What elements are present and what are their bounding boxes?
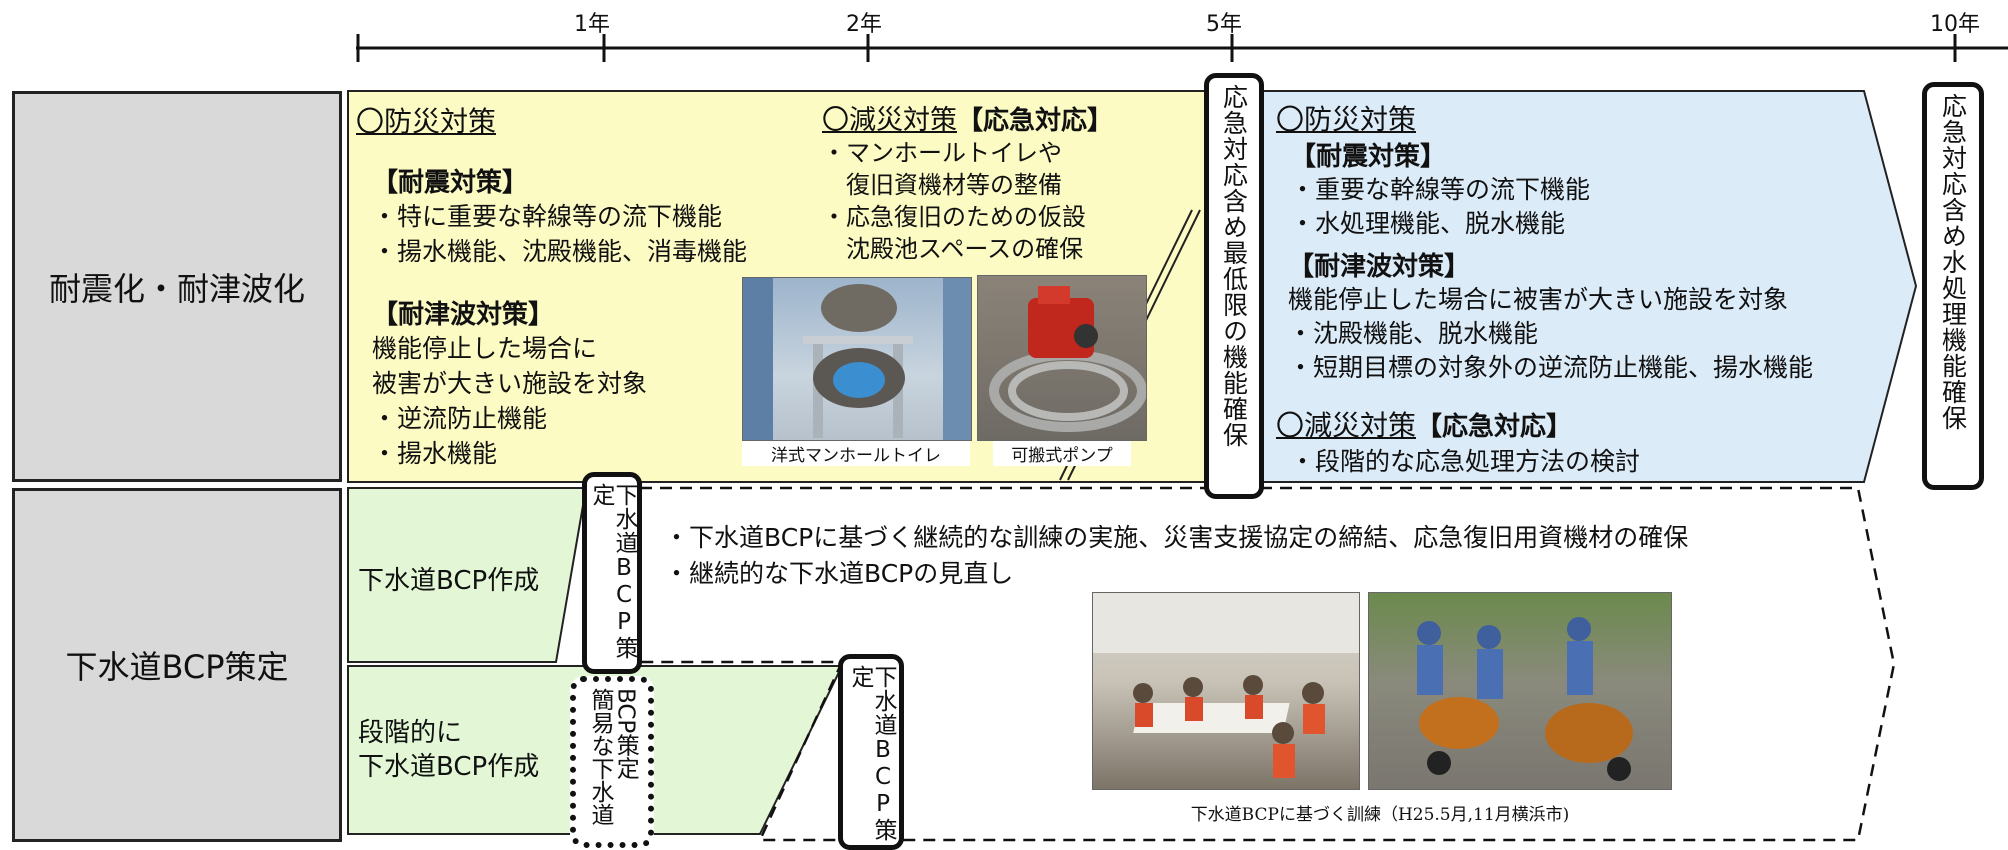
tick-10yr: 10年 (1930, 12, 1980, 37)
milestone-bcp-1-text: 下水道BCP策定 (588, 483, 637, 660)
manhole-toilet-photo (742, 277, 972, 441)
bcp-continuous-arrow (598, 486, 1896, 842)
workers-icon (1417, 617, 1633, 781)
yellow-quake-item: ・特に重要な幹線等の流下機能 (372, 202, 723, 231)
yellow-tsunami-line: ・逆流防止機能 (372, 404, 548, 433)
yellow-prevention: 〇防災対策 (356, 100, 496, 140)
blue-tsunami-line: ・短期目標の対象外の逆流防止機能、揚水機能 (1288, 353, 1814, 382)
training-pump-photo (1368, 592, 1672, 790)
row-label-quake: 耐震化・耐津波化 (12, 91, 342, 482)
blue-quake-heading: 【耐震対策】 (1290, 142, 1447, 172)
yellow-tsunami-heading: 【耐津波対策】 (372, 300, 555, 330)
yellow-quake-heading: 【耐震対策】 (372, 168, 529, 198)
bcp-item: ・下水道BCPに基づく継続的な訓練の実施、災害支援協定の締結、応急復旧用資機材の… (664, 523, 1689, 552)
yellow-mitigation-item: 沈殿池スペースの確保 (822, 235, 1084, 263)
yellow-tsunami-line: 機能停止した場合に (372, 334, 598, 363)
milestone-bcp-2-text: 下水道BCP策定 (847, 665, 896, 842)
milestone-5yr: 応急対応含め最低限の機能確保 (1204, 73, 1264, 499)
milestone-bcp-1: 下水道BCP策定 (582, 472, 642, 674)
blue-quake-item: ・水処理機能、脱水機能 (1290, 209, 1566, 238)
bcp-staged-line: 下水道BCP作成 (358, 752, 540, 782)
yellow-tsunami-line: 被害が大きい施設を対象 (372, 369, 648, 398)
meeting-icon (1093, 593, 1359, 778)
blue-tsunami-heading: 【耐津波対策】 (1288, 252, 1471, 282)
yellow-tsunami: 【耐津波対策】 機能停止した場合に 被害が大きい施設を対象 ・逆流防止機能 ・揚… (372, 294, 647, 471)
portable-pump-photo (977, 275, 1147, 441)
yellow-quake: 【耐震対策】 ・特に重要な幹線等の流下機能 ・揚水機能、沈殿機能、消毒機能 (372, 162, 747, 269)
milestone-bcp-2: 下水道BCP策定 (838, 654, 904, 850)
bcp-staged-label: 段階的に 下水道BCP作成 (358, 716, 539, 784)
milestone-simple-bcp: 簡易な下水道 BCP策定 (570, 676, 654, 848)
bcp-create-label: 下水道BCP作成 (358, 566, 540, 596)
blue-quake: 【耐震対策】 ・重要な幹線等の流下機能 ・水処理機能、脱水機能 (1290, 136, 1590, 241)
yellow-quake-item: ・揚水機能、沈殿機能、消毒機能 (372, 237, 748, 266)
timeline (356, 34, 2008, 62)
milestone-10yr-text: 応急対応含め水処理機能確保 (1938, 93, 1968, 431)
blue-tsunami: 【耐津波対策】 機能停止した場合に被害が大きい施設を対象 ・沈殿機能、脱水機能 … (1288, 246, 1813, 385)
milestone-simple-bcp-line: 簡易な下水道 (587, 688, 613, 826)
blue-prevention-heading: 〇防災対策 (1276, 103, 1417, 136)
manhole-toilet-caption: 洋式マンホールトイレ (742, 441, 970, 466)
row-label-bcp: 下水道BCP策定 (12, 488, 342, 842)
blue-tsunami-line: ・沈殿機能、脱水機能 (1288, 319, 1539, 348)
yellow-mitigation-heading: 〇減災対策 (822, 105, 957, 136)
yellow-mitigation: 〇減災対策【応急対応】 ・マンホールトイレや 復旧資機材等の整備 ・応急復旧のた… (822, 98, 1113, 265)
blue-tsunami-line: 機能停止した場合に被害が大きい施設を対象 (1288, 285, 1789, 314)
row-label-quake-text: 耐震化・耐津波化 (48, 269, 305, 308)
portable-pump-caption: 可搬式ポンプ (993, 441, 1131, 466)
tick-5yr: 5年 (1206, 12, 1242, 37)
bcp-create-region (347, 487, 588, 663)
tick-2yr: 2年 (846, 12, 882, 37)
milestone-simple-bcp-line: BCP策定 (612, 688, 639, 780)
blue-mitigation-heading: 〇減災対策 (1276, 409, 1417, 442)
toilet-icon (743, 278, 971, 440)
blue-content: 〇防災対策 (1276, 98, 1416, 138)
milestone-5yr-text: 応急対応含め最低限の機能確保 (1219, 84, 1249, 448)
pump-icon (989, 286, 1146, 432)
bcp-staged-line: 段階的に (358, 718, 463, 748)
bcp-item: ・継続的な下水道BCPの見直し (664, 559, 1014, 588)
milestone-10yr: 応急対応含め水処理機能確保 (1922, 82, 1984, 490)
yellow-prevention-heading: 〇防災対策 (356, 105, 497, 138)
training-photo-caption: 下水道BCPに基づく訓練（H25.5月,11月横浜市) (1190, 805, 1570, 825)
blue-mitigation: 〇減災対策【応急対応】 ・段階的な応急処理方法の検討 (1276, 404, 1640, 479)
blue-mitigation-suffix: 【応急対応】 (1416, 412, 1573, 442)
yellow-tsunami-line: ・揚水機能 (372, 439, 498, 468)
blue-mitigation-item: ・段階的な応急処理方法の検討 (1290, 447, 1641, 476)
training-meeting-photo (1092, 592, 1360, 790)
row-label-bcp-text: 下水道BCP策定 (65, 648, 289, 686)
bcp-items: ・下水道BCPに基づく継続的な訓練の実施、災害支援協定の締結、応急復旧用資機材の… (664, 520, 1688, 592)
yellow-mitigation-item: ・マンホールトイレや (822, 139, 1062, 167)
tick-1yr: 1年 (574, 12, 610, 37)
yellow-mitigation-item: ・応急復旧のための仮設 (822, 203, 1086, 231)
blue-quake-item: ・重要な幹線等の流下機能 (1290, 175, 1591, 204)
yellow-mitigation-suffix: 【応急対応】 (957, 106, 1114, 136)
yellow-mitigation-item: 復旧資機材等の整備 (822, 171, 1062, 199)
